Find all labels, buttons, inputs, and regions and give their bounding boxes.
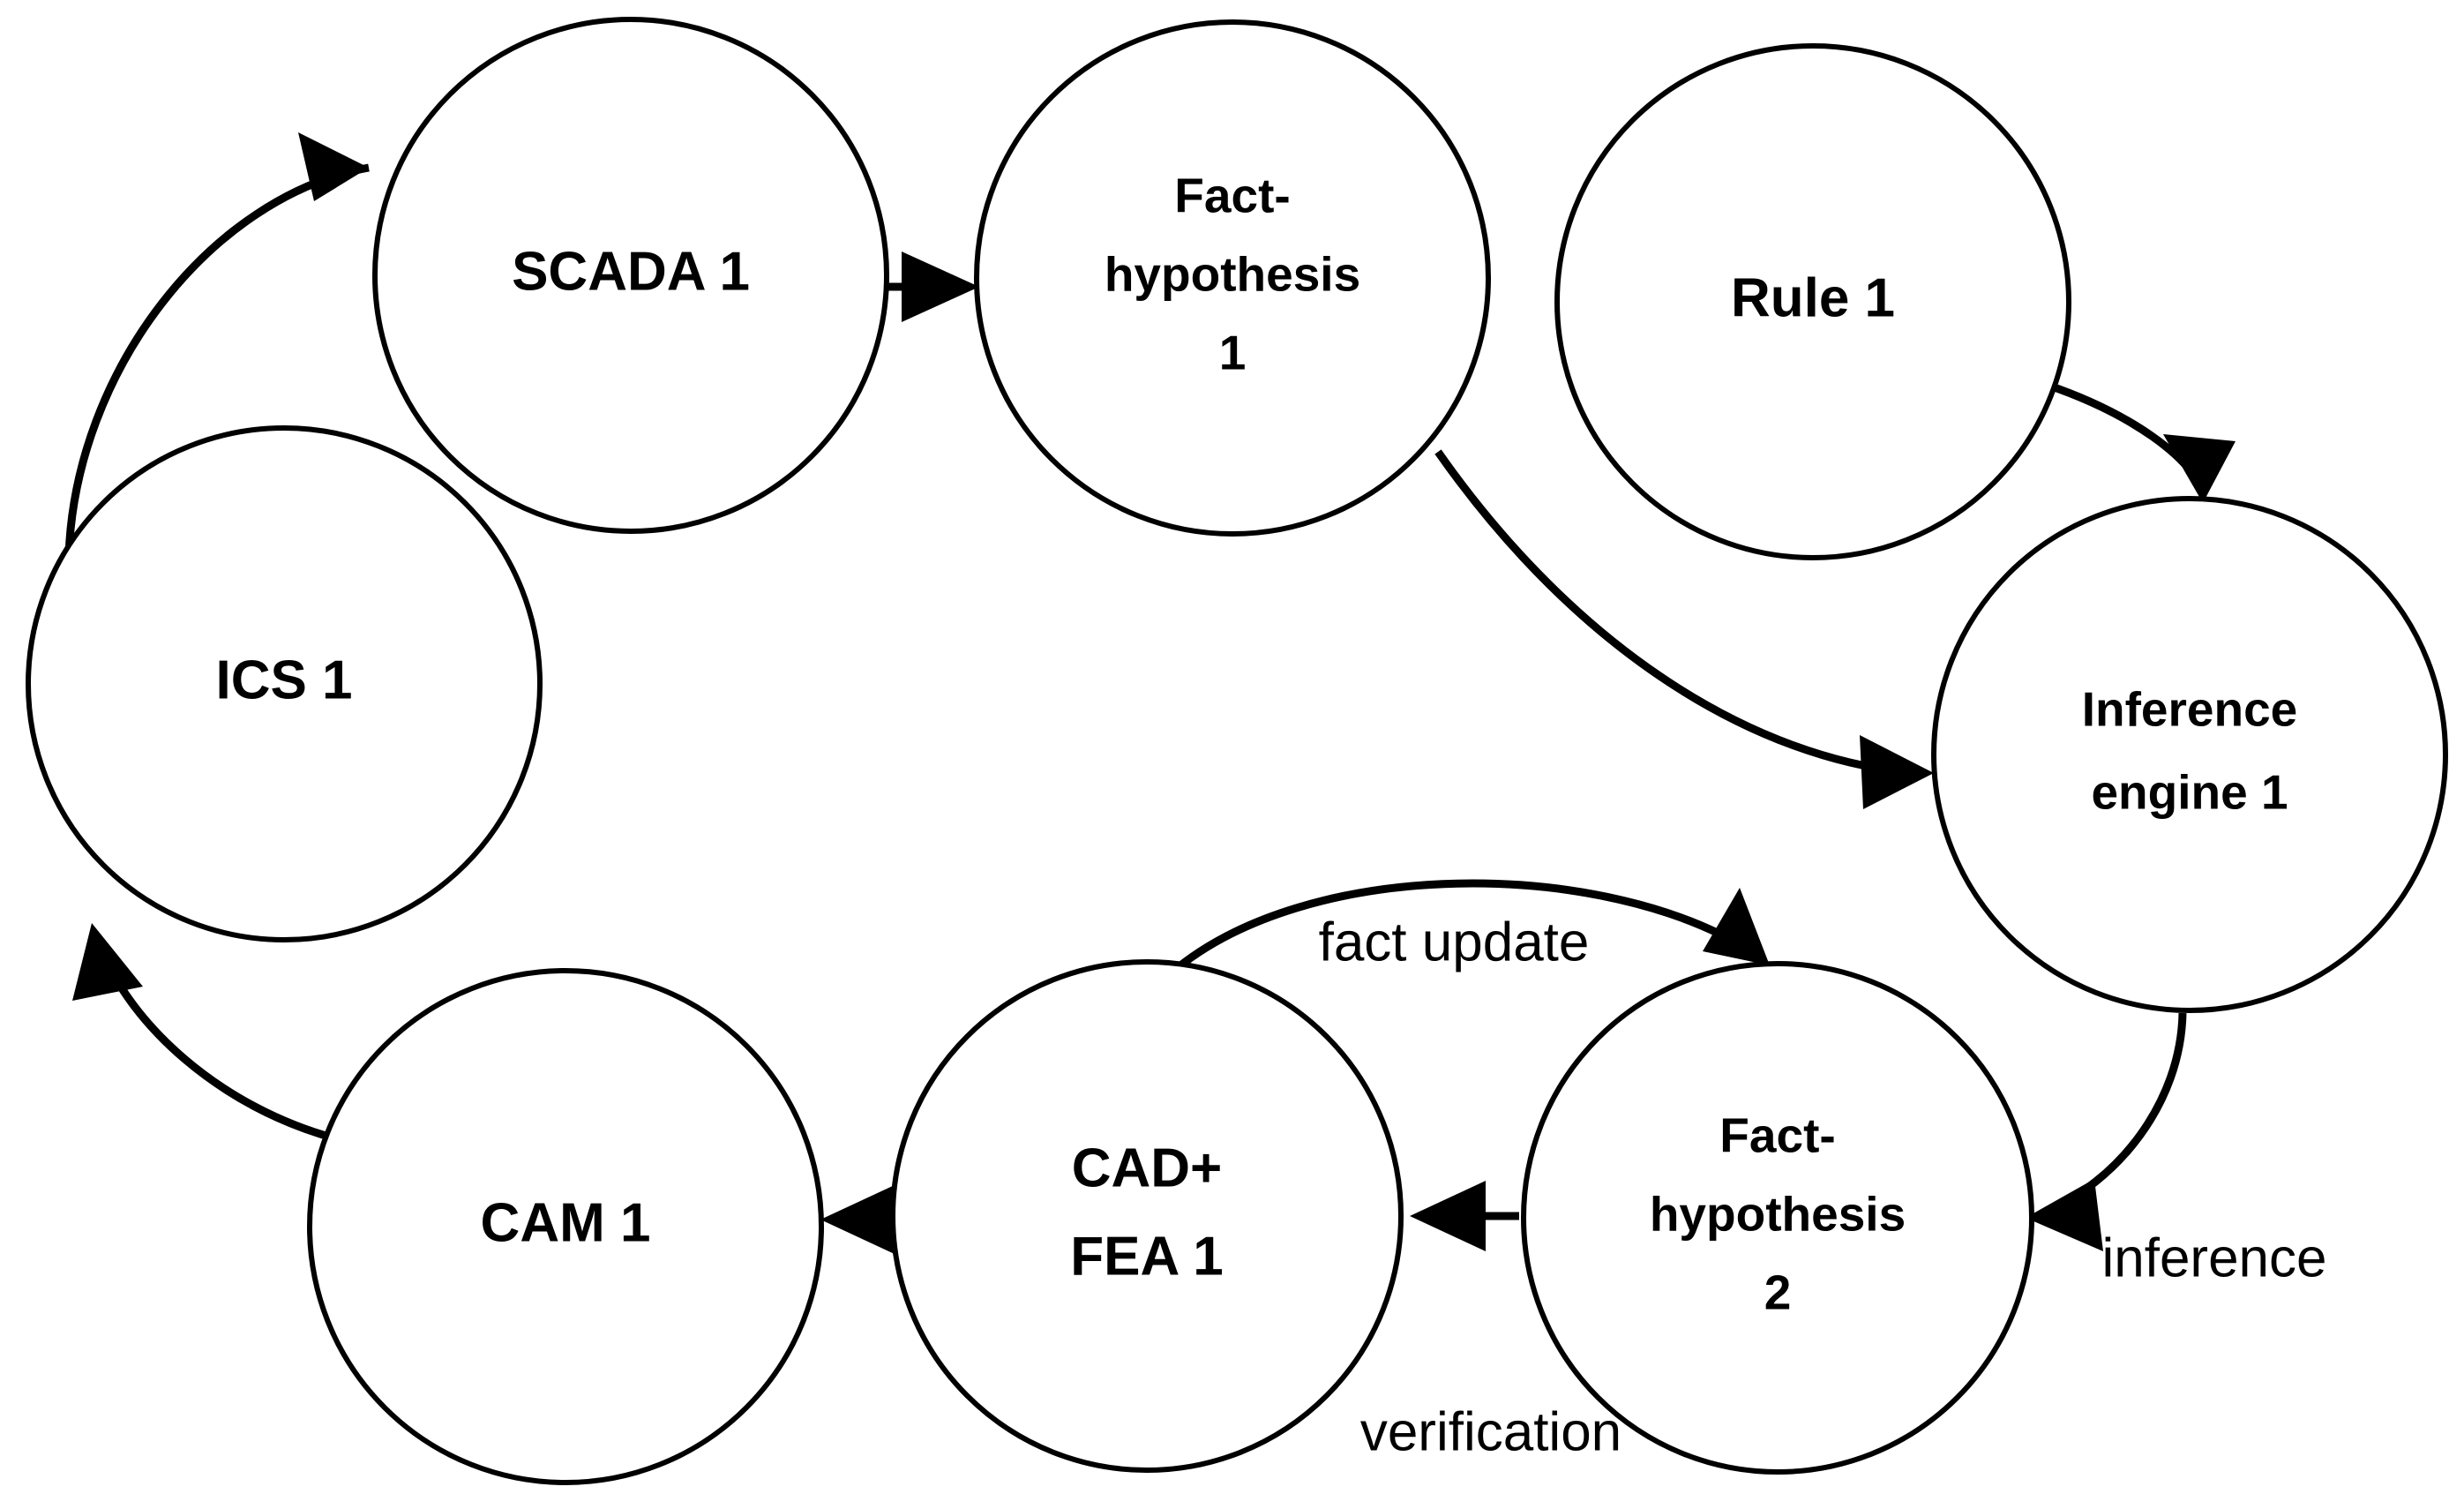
edge-label-cad-fea-to-fact-hypothesis-2-update: fact update: [1319, 912, 1590, 972]
edge-inference-engine-to-fact-hypothesis-2: [2026, 1012, 2187, 1251]
edge-scada-to-fact-hypothesis-1: [885, 252, 979, 322]
edge-line-cam-to-ics: [94, 941, 337, 1143]
arrowhead-icon-rule-to-inference-engine: [2163, 434, 2236, 503]
node-label-ics-1-line-0: ICS 1: [215, 649, 352, 710]
edge-rule-to-inference-engine: [2045, 380, 2236, 503]
node-label-inference-engine-1-line-1: engine 1: [2091, 765, 2288, 820]
edge-fact-hypothesis-2-to-cad-fea: [1410, 1181, 1519, 1251]
node-scada-1[interactable]: SCADA 1: [372, 17, 889, 534]
edge-cam-to-ics: [72, 923, 337, 1143]
node-inference-engine-1[interactable]: Inference engine 1: [1931, 496, 2448, 1013]
node-label-fact-hypothesis-2-line-2: 2: [1764, 1265, 1792, 1320]
edge-ics-to-scada: [64, 132, 370, 557]
edge-line-ics-to-scada: [64, 163, 370, 557]
node-cam-1[interactable]: CAM 1: [307, 968, 824, 1485]
node-ics-1[interactable]: ICS 1: [26, 425, 543, 942]
node-fact-hypothesis-2[interactable]: Fact-hypothesis 2: [1521, 961, 2034, 1475]
node-label-rule-1-line-0: Rule 1: [1731, 267, 1895, 328]
node-label-cad-fea-1-line-1: FEA 1: [1070, 1226, 1223, 1287]
nodes-layer: SCADA 1 Fact-hypothesis 1 Rule 1 Inference en…: [26, 17, 2448, 1485]
edge-label-fact-hypothesis-2-to-cad-fea: verification: [1360, 1401, 1621, 1462]
arrowhead-icon-fact-hypothesis-2-to-cad-fea: [1410, 1181, 1486, 1251]
node-label-cam-1-line-0: CAM 1: [481, 1192, 651, 1253]
node-fact-hypothesis-1[interactable]: Fact-hypothesis 1: [974, 19, 1491, 537]
node-label-fact-hypothesis-1-line-2: 1: [1219, 326, 1247, 380]
edge-fact-hypothesis-1-to-inference-engine: [1434, 449, 1934, 809]
edge-cad-fea-to-cam: [820, 1184, 896, 1255]
edges-layer: [64, 132, 2236, 1255]
arrowhead-icon-cad-fea-to-fact-hypothesis-2-update: [1703, 888, 1770, 965]
node-label-fact-hypothesis-2-line-1: hypothesis: [1650, 1187, 1906, 1242]
node-circle-ics-1[interactable]: [26, 425, 543, 942]
edge-labels-layer: inference verification fact update: [1319, 912, 2327, 1462]
edge-label-inference-engine-to-fact-hypothesis-2: inference: [2101, 1227, 2326, 1288]
node-circle-fact-hypothesis-1[interactable]: [974, 19, 1491, 537]
edge-cad-fea-to-fact-hypothesis-2-update: [1167, 879, 1770, 978]
node-label-fact-hypothesis-1-line-0: Fact-: [1174, 169, 1290, 223]
node-label-cad-fea-1-line-0: CAD+: [1072, 1137, 1223, 1198]
node-circle-fact-hypothesis-2[interactable]: [1521, 961, 2034, 1475]
node-label-fact-hypothesis-2-line-0: Fact-: [1719, 1108, 1835, 1163]
node-label-fact-hypothesis-1-line-1: hypothesis: [1105, 247, 1360, 302]
node-circle-cad-fea-1[interactable]: [890, 959, 1404, 1473]
node-circle-inference-engine-1[interactable]: [1931, 496, 2448, 1013]
edge-line-fact-hypothesis-1-to-inference-engine: [1434, 449, 1915, 777]
edge-line-inference-engine-to-fact-hypothesis-2: [2041, 1012, 2187, 1217]
node-label-scada-1-line-0: SCADA 1: [512, 241, 750, 302]
node-circle-scada-1[interactable]: [372, 17, 889, 534]
edge-line-cad-fea-to-fact-hypothesis-2-update: [1167, 879, 1756, 978]
node-cad-fea-1[interactable]: CAD+ FEA 1: [890, 959, 1404, 1473]
arrowhead-icon-inference-engine-to-fact-hypothesis-2: [2026, 1179, 2103, 1251]
node-rule-1[interactable]: Rule 1: [1554, 43, 2071, 560]
arrowhead-icon-cad-fea-to-cam: [820, 1184, 896, 1255]
arrowhead-icon-ics-to-scada: [298, 132, 369, 201]
arrowhead-icon-scada-to-fact-hypothesis-1: [902, 252, 979, 322]
node-circle-rule-1[interactable]: [1554, 43, 2071, 560]
arrowhead-icon-cam-to-ics: [72, 923, 143, 1001]
node-label-inference-engine-1-line-0: Inference: [2082, 682, 2298, 737]
arrowhead-icon-fact-hypothesis-1-to-inference-engine: [1860, 735, 1934, 809]
node-circle-cam-1[interactable]: [307, 968, 824, 1485]
